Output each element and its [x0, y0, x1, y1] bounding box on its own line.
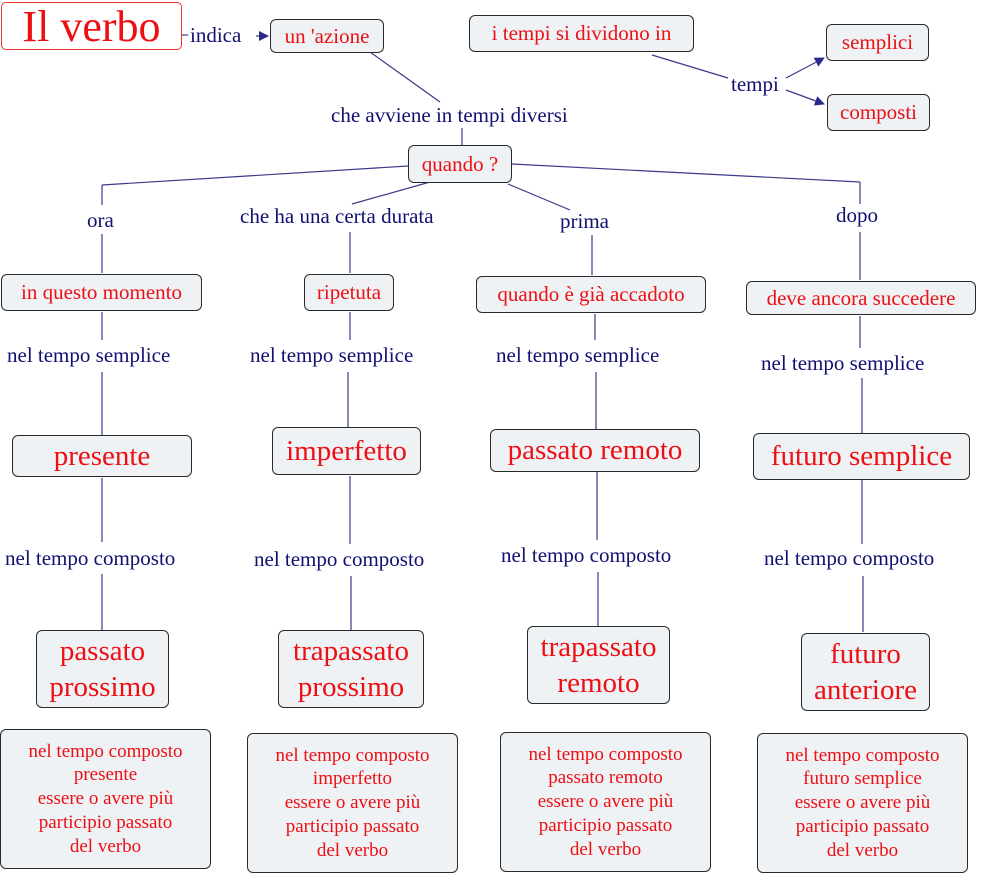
node-line: participio passato: [285, 815, 420, 837]
node-line: anteriore: [813, 674, 918, 706]
link-tempi: tempi: [731, 72, 779, 96]
node-rule-imperfetto: nel tempo composto imperfetto essere o a…: [247, 733, 458, 873]
node-line: imperfetto: [312, 768, 393, 790]
node-line: nel tempo composto: [28, 740, 183, 762]
node-futuro-semplice: futuro semplice: [753, 433, 970, 480]
link-durata: che ha una certa durata: [240, 204, 434, 228]
link-ora: ora: [87, 208, 114, 232]
node-line: prossimo: [49, 671, 156, 703]
node-line: essere o avere più: [794, 792, 931, 814]
node-line: remoto: [557, 667, 640, 699]
node-line: trapassato: [540, 630, 657, 663]
link-semplice: nel tempo semplice: [496, 343, 660, 367]
node-line: essere o avere più: [37, 788, 174, 810]
node-succedere: deve ancora succedere: [746, 281, 976, 315]
node-line: nel tempo composto: [785, 744, 940, 766]
node-line: futuro semplice: [803, 768, 922, 790]
node-imperfetto: imperfetto: [272, 427, 421, 475]
node-line: presente: [73, 764, 138, 786]
node-line: participio passato: [538, 814, 673, 836]
node-trapassato-prossimo: trapassato prossimo: [278, 630, 424, 708]
link-composto: nel tempo composto: [501, 543, 672, 567]
node-accadoto: quando è già accadoto: [476, 276, 706, 313]
node-line: trapassato: [293, 634, 409, 667]
node-line: del verbo: [826, 839, 899, 861]
link-composto: nel tempo composto: [764, 546, 935, 570]
node-rule-presente: nel tempo composto presente essere o ave…: [0, 729, 211, 869]
link-semplice: nel tempo semplice: [761, 351, 925, 375]
link-composto: nel tempo composto: [254, 547, 425, 571]
node-line: participio passato: [795, 815, 930, 837]
node-passato-prossimo: passato prossimo: [36, 630, 169, 708]
node-composti: composti: [827, 94, 930, 131]
node-trapassato-remoto: trapassato remoto: [527, 626, 670, 704]
node-line: passato: [59, 634, 146, 667]
link-che-avviene: che avviene in tempi diversi: [331, 103, 568, 127]
node-tempi-divisione: i tempi si dividono in: [469, 15, 694, 52]
node-line: essere o avere più: [284, 792, 421, 814]
node-line: nel tempo composto: [528, 743, 683, 765]
node-momento: in questo momento: [1, 274, 202, 311]
title-node: Il verbo: [1, 2, 182, 51]
node-line: futuro: [830, 637, 901, 670]
link-semplice: nel tempo semplice: [7, 343, 171, 367]
link-prima: prima: [560, 209, 609, 233]
node-line: nel tempo composto: [275, 744, 430, 766]
node-line: participio passato: [38, 811, 173, 833]
node-quando: quando ?: [408, 145, 512, 183]
node-rule-futuro-semplice: nel tempo composto futuro semplice esser…: [757, 733, 968, 873]
node-line: prossimo: [297, 671, 405, 703]
node-passato-remoto: passato remoto: [490, 429, 700, 472]
node-line: del verbo: [69, 835, 142, 857]
node-azione: un 'azione: [270, 19, 384, 53]
node-line: del verbo: [569, 838, 642, 860]
node-line: passato remoto: [548, 767, 663, 789]
node-semplici: semplici: [826, 24, 929, 61]
node-presente: presente: [12, 435, 192, 477]
node-line: essere o avere più: [537, 791, 674, 813]
link-indica: indica: [190, 23, 242, 47]
link-composto: nel tempo composto: [5, 546, 176, 570]
node-ripetuta: ripetuta: [304, 274, 394, 311]
node-futuro-anteriore: futuro anteriore: [801, 633, 930, 711]
link-dopo: dopo: [836, 203, 878, 227]
link-semplice: nel tempo semplice: [250, 343, 414, 367]
node-line: del verbo: [316, 839, 389, 861]
node-rule-passato-remoto: nel tempo composto passato remoto essere…: [500, 732, 711, 872]
